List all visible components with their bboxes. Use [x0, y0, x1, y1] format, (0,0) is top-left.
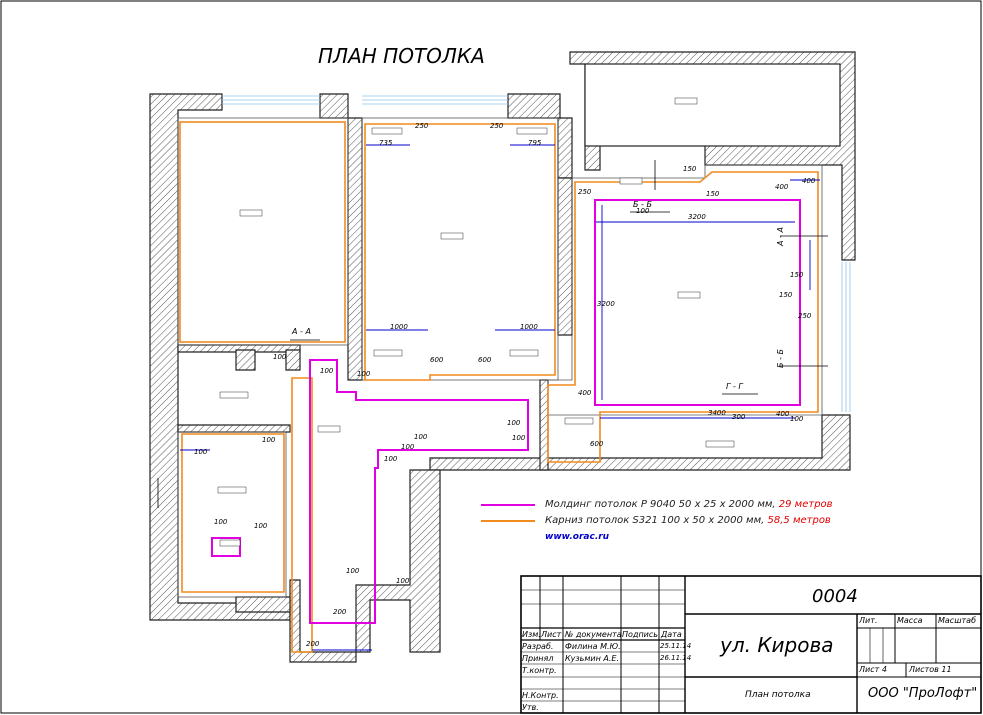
dim-200-a: 200 — [333, 608, 347, 616]
row-role-5: Утв. — [522, 703, 539, 712]
dim-3200-v: 3200 — [597, 300, 615, 308]
dim-100-c: 100 — [320, 367, 334, 375]
dim-150-b: 150 — [706, 190, 720, 198]
section-a-a-right: А - А — [776, 227, 785, 246]
legend: Молдинг потолок P 9040 50 x 25 x 2000 мм… — [545, 497, 833, 545]
section-b-b-top: Б - Б — [633, 200, 652, 209]
dim-100-e: 100 — [790, 415, 804, 423]
dim-200-b: 200 — [306, 640, 320, 648]
cornice-count: 58,5 метров — [767, 515, 831, 526]
cornice-contours — [179, 121, 819, 653]
dim-795: 795 — [528, 139, 542, 147]
drawing-code: 0004 — [812, 586, 858, 607]
legend-molding: Молдинг потолок P 9040 50 x 25 x 2000 мм… — [545, 499, 833, 510]
drawing-name: План потолка — [745, 690, 811, 700]
company-name: ООО "ПроЛофт" — [868, 686, 978, 701]
hdr-lit: Лит. — [859, 616, 878, 625]
dim-250-b: 250 — [490, 122, 504, 130]
legend-website[interactable]: www.orac.ru — [545, 532, 610, 542]
dim-100-o: 100 — [346, 567, 360, 575]
dim-3200-h: 3200 — [688, 213, 706, 221]
title-block-lines — [520, 575, 982, 714]
row-role-2: Т.контр. — [522, 666, 557, 675]
room-tags — [217, 97, 735, 547]
legend-cornice: Карниз потолок S321 100 x 50 x 2000 мм, … — [545, 515, 831, 526]
dim-150-d: 150 — [779, 291, 793, 299]
row-date-0: 25.11.14 — [660, 642, 692, 650]
dim-400-b: 400 — [802, 177, 816, 185]
row-name-0: Филина М.Ю. — [565, 642, 621, 651]
row-role-1: Принял — [522, 654, 554, 663]
dim-100-m: 100 — [214, 518, 228, 526]
hdr-mass: Масса — [897, 616, 923, 625]
hdr-list: Лист — [541, 630, 562, 639]
room-outlines — [177, 117, 823, 598]
dim-100-h: 100 — [414, 433, 428, 441]
dim-400-c: 400 — [578, 389, 592, 397]
dim-100-a: 100 — [636, 207, 650, 215]
dim-100-n: 100 — [254, 522, 268, 530]
hdr-date: Дата — [661, 630, 682, 639]
dim-100-l: 100 — [194, 448, 208, 456]
molding-count: 29 метров — [778, 499, 833, 510]
windows — [222, 95, 851, 412]
row-name-1: Кузьмин А.Е. — [565, 654, 620, 663]
dim-100-f: 100 — [507, 419, 521, 427]
dim-100-g: 100 — [512, 434, 526, 442]
dim-1000-a: 1000 — [390, 323, 408, 331]
row-role-4: Н.Контр. — [522, 691, 559, 700]
hdr-izm: Изм. — [522, 630, 541, 639]
hdr-sign: Подпись — [622, 630, 658, 639]
dim-250-a: 250 — [415, 122, 429, 130]
dim-250-c: 250 — [578, 188, 592, 196]
molding-contours — [211, 199, 801, 624]
dim-100-i: 100 — [401, 443, 415, 451]
project-name: ул. Кирова — [720, 633, 834, 657]
dim-100-k: 100 — [262, 436, 276, 444]
row-role-0: Разраб. — [522, 642, 554, 651]
dim-600-b: 600 — [478, 356, 492, 364]
dim-150-c: 150 — [790, 271, 804, 279]
dim-3400: 3400 — [708, 409, 726, 417]
hdr-scale: Масштаб — [938, 616, 977, 625]
dim-600-a: 600 — [430, 356, 444, 364]
plan-title: ПЛАН ПОТОЛКА — [318, 44, 485, 68]
hdr-doc: № документа — [565, 630, 622, 639]
row-date-1: 26.11.14 — [660, 654, 692, 662]
dim-100-j: 100 — [384, 455, 398, 463]
dim-300: 300 — [732, 413, 746, 421]
sheet-count: Листов 11 — [909, 665, 952, 674]
section-a-a-left: А - А — [292, 327, 311, 336]
dim-600-c: 600 — [590, 440, 604, 448]
dim-100-b: 100 — [273, 353, 287, 361]
dim-1000-b: 1000 — [520, 323, 538, 331]
section-b-b-right: Б - Б — [776, 349, 785, 368]
section-g-g: Г - Г — [726, 382, 743, 391]
walls — [149, 51, 856, 663]
dimension-lines — [180, 144, 820, 651]
dim-400-a: 400 — [775, 183, 789, 191]
dim-400-d: 400 — [776, 410, 790, 418]
dim-100-d: 100 — [357, 370, 371, 378]
section-leaders — [157, 160, 828, 508]
sheet-num: Лист 4 — [859, 665, 887, 674]
dim-735: 735 — [379, 139, 393, 147]
dim-100-p: 100 — [396, 577, 410, 585]
dim-250-d: 250 — [798, 312, 812, 320]
dim-150-a: 150 — [683, 165, 697, 173]
